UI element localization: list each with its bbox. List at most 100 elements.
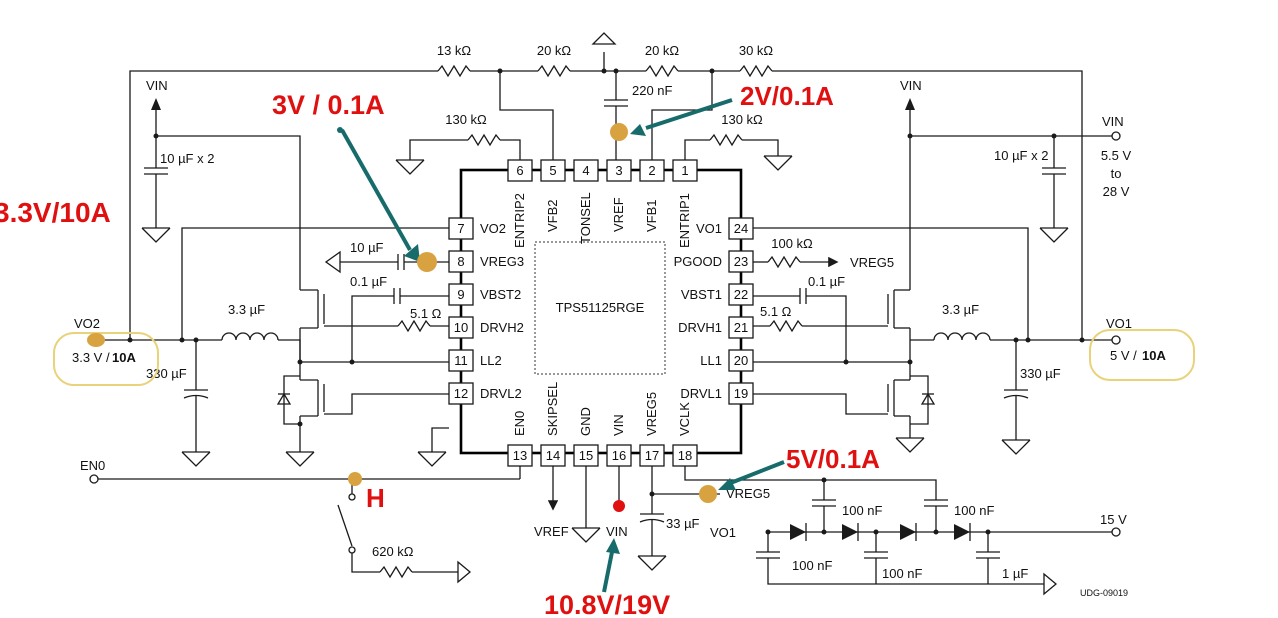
vo1-value-a: 5 V / [1110, 348, 1137, 363]
vref-marker [610, 123, 628, 141]
pin-22-name: VBST1 [681, 287, 722, 302]
r-130k-right-label: 130 kΩ [721, 112, 763, 127]
r-51-left-label: 5.1 Ω [410, 306, 442, 321]
vo1-bottom-label: VO1 [710, 525, 736, 540]
pin-4-name: TONSEL [578, 192, 593, 244]
annotations: 3.3V/10A 3V / 0.1A 2V/0.1A 5V/0.1A H 10.… [0, 81, 880, 618]
vin-range-2: to [1111, 166, 1122, 181]
pin-7-num: 7 [457, 221, 464, 236]
annotation-3v-01a: 3V / 0.1A [272, 90, 385, 120]
pin-24-num: 24 [734, 221, 748, 236]
r-20k-b-label: 20 kΩ [645, 43, 680, 58]
top-pins: 6 5 4 3 2 1 ENTRIP2 VFB2 TONSEL VREF VFB… [507, 159, 698, 248]
pin-11-num: 11 [454, 353, 468, 368]
vo2-value-b: 10A [112, 350, 136, 365]
pin-11-name: LL2 [480, 353, 502, 368]
pin-10-num: 10 [454, 320, 468, 335]
vreg3-marker [417, 252, 437, 272]
pin-16-num: 16 [612, 448, 626, 463]
pin-8-num: 8 [457, 254, 464, 269]
pin-22-num: 22 [734, 287, 748, 302]
left-channel: VIN 10 µF x 2 VO2 3.3 µF 330 µF [74, 78, 449, 467]
r-620k-label: 620 kΩ [372, 544, 414, 559]
pin-9-name: VBST2 [480, 287, 521, 302]
vin-left-label: VIN [146, 78, 168, 93]
pin-8-name: VREG3 [480, 254, 524, 269]
pin-4-num: 4 [582, 163, 589, 178]
pin-21-num: 21 [734, 320, 748, 335]
c-100n-3-label: 100 nF [792, 558, 833, 573]
c-01u-right-label: 0.1 µF [808, 274, 845, 289]
vo2-label: VO2 [74, 316, 100, 331]
pin-1-num: 1 [681, 163, 688, 178]
c-out-left-label: 330 µF [146, 366, 187, 381]
pin-15-name: GND [578, 407, 593, 436]
vin-bottom-label: VIN [606, 524, 628, 539]
c-33u-label: 33 µF [666, 516, 700, 531]
vin-range-1: 5.5 V [1101, 148, 1132, 163]
vo2-marker [87, 333, 105, 347]
ic-name: TPS51125RGE [556, 300, 645, 315]
c-10u-label: 10 µF [350, 240, 384, 255]
figure-id: UDG-09019 [1080, 588, 1128, 598]
c-100n-4-label: 100 nF [882, 566, 923, 581]
v15-label: 15 V [1100, 512, 1127, 527]
right-channel: VIN VIN 5.5 V to 28 V 10 µF x 2 100 kΩ V… [753, 78, 1132, 455]
exposed-pad [534, 241, 666, 375]
pin-21-name: DRVH1 [678, 320, 722, 335]
r-51-right-label: 5.1 Ω [760, 304, 792, 319]
pin-17-name: VREG5 [644, 392, 659, 436]
pin-17-num: 17 [645, 448, 659, 463]
c-out-right-label: 330 µF [1020, 366, 1061, 381]
pin-14-num: 14 [546, 448, 560, 463]
pin-9-num: 9 [457, 287, 464, 302]
pin-23-name: PGOOD [674, 254, 722, 269]
r-13k-label: 13 kΩ [437, 43, 472, 58]
right-pins: 24 23 22 21 20 19 VO1 PGOOD VBST1 DRVH1 … [674, 217, 754, 405]
pin-2-name: VFB1 [644, 199, 659, 232]
vref-out-label: VREF [534, 524, 569, 539]
c-in-left-label: 10 µF x 2 [160, 151, 214, 166]
annotation-5v-01a: 5V/0.1A [786, 444, 880, 474]
vo1-label: VO1 [1106, 316, 1132, 331]
pin-18-name: VCLK [677, 402, 692, 436]
pin-19-num: 19 [734, 386, 748, 401]
bottom-pins: 13 14 15 16 17 18 EN0 SKIPSEL GND VIN VR… [507, 382, 698, 467]
c-100n-1-label: 100 nF [842, 503, 883, 518]
c-100n-2-label: 100 nF [954, 503, 995, 518]
pin-13-name: EN0 [512, 411, 527, 436]
pin-5-name: VFB2 [545, 199, 560, 232]
en0-label: EN0 [80, 458, 105, 473]
c-01u-left-label: 0.1 µF [350, 274, 387, 289]
r-20k-a-label: 20 kΩ [537, 43, 572, 58]
vo1-highlight: 5 V / 10A [1089, 329, 1195, 381]
pin-18-num: 18 [678, 448, 692, 463]
pin-14-name: SKIPSEL [545, 382, 560, 436]
pin-2-num: 2 [648, 163, 655, 178]
pin-6-name: ENTRIP2 [512, 193, 527, 248]
pin-3-num: 3 [615, 163, 622, 178]
pin-6-num: 6 [516, 163, 523, 178]
vin-input-label: VIN [1102, 114, 1124, 129]
vreg5-marker [699, 485, 717, 503]
pin-5-num: 5 [549, 163, 556, 178]
r-30k-label: 30 kΩ [739, 43, 774, 58]
vin-right-label: VIN [900, 78, 922, 93]
annotation-2v-01a: 2V/0.1A [740, 81, 834, 111]
pin-15-num: 15 [579, 448, 593, 463]
pin-1-name: ENTRIP1 [677, 193, 692, 248]
pin-3-name: VREF [611, 197, 626, 232]
pin-13-num: 13 [513, 448, 527, 463]
c-220n-label: 220 nF [632, 83, 673, 98]
bottom-section: EN0 620 kΩ VREF VIN 33 µF VREG5 [80, 458, 1128, 598]
pin-20-name: LL1 [700, 353, 722, 368]
vo1-value-b: 10A [1142, 348, 1166, 363]
pin-19-name: DRVL1 [680, 386, 722, 401]
vin-range-3: 28 V [1103, 184, 1130, 199]
vo2-highlight: 3.3 V / 10A [53, 332, 159, 386]
feedback-network: 13 kΩ 20 kΩ 20 kΩ 30 kΩ 220 nF 130 kΩ 1 3… [129, 32, 1083, 340]
pin-20-num: 20 [734, 353, 748, 368]
pin-12-name: DRVL2 [480, 386, 522, 401]
l-right-label: 3.3 µF [942, 302, 979, 317]
